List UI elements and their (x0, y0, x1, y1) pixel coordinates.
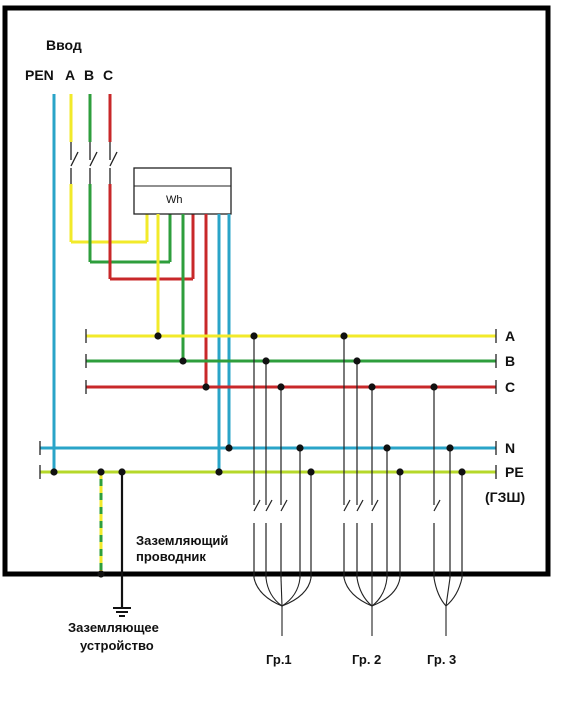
ground-symbol (113, 607, 131, 617)
group-cables (253, 577, 463, 636)
grounding-conductor-label-2: проводник (136, 549, 206, 564)
label-a: A (65, 67, 75, 83)
grounding-device-label-1: Заземляющее (68, 620, 159, 635)
label-b: B (84, 67, 94, 83)
grounding-device-label-2: устройство (80, 638, 154, 653)
bus-label-c: C (505, 379, 515, 395)
bus-n (39, 441, 497, 455)
bus-a (85, 329, 497, 343)
bus-b (85, 354, 497, 368)
electricity-meter: Wh (133, 167, 232, 215)
label-c: C (103, 67, 113, 83)
panel-frame (2, 5, 551, 577)
label-pen: PEN (25, 67, 54, 83)
bus-label-pe: PE (505, 464, 524, 480)
group-label-2: Гр. 2 (352, 652, 381, 667)
bus-pe (39, 465, 497, 479)
phase-c-input (108, 94, 195, 281)
meter-label: Wh (166, 194, 183, 206)
group-label-3: Гр. 3 (427, 652, 456, 667)
input-breaker (70, 142, 118, 184)
group-label-1: Гр.1 (266, 652, 292, 667)
bus-label-a: A (505, 328, 515, 344)
group-feeders (253, 336, 463, 578)
bus-c (85, 380, 497, 394)
bus-label-b: B (505, 353, 515, 369)
input-label: Ввод (46, 37, 82, 53)
bus-label-n: N (505, 440, 515, 456)
bus-label-pe-note: (ГЗШ) (485, 489, 525, 505)
junction-dots (50, 332, 466, 578)
grounding-conductor-label-1: Заземляющий (136, 533, 228, 548)
